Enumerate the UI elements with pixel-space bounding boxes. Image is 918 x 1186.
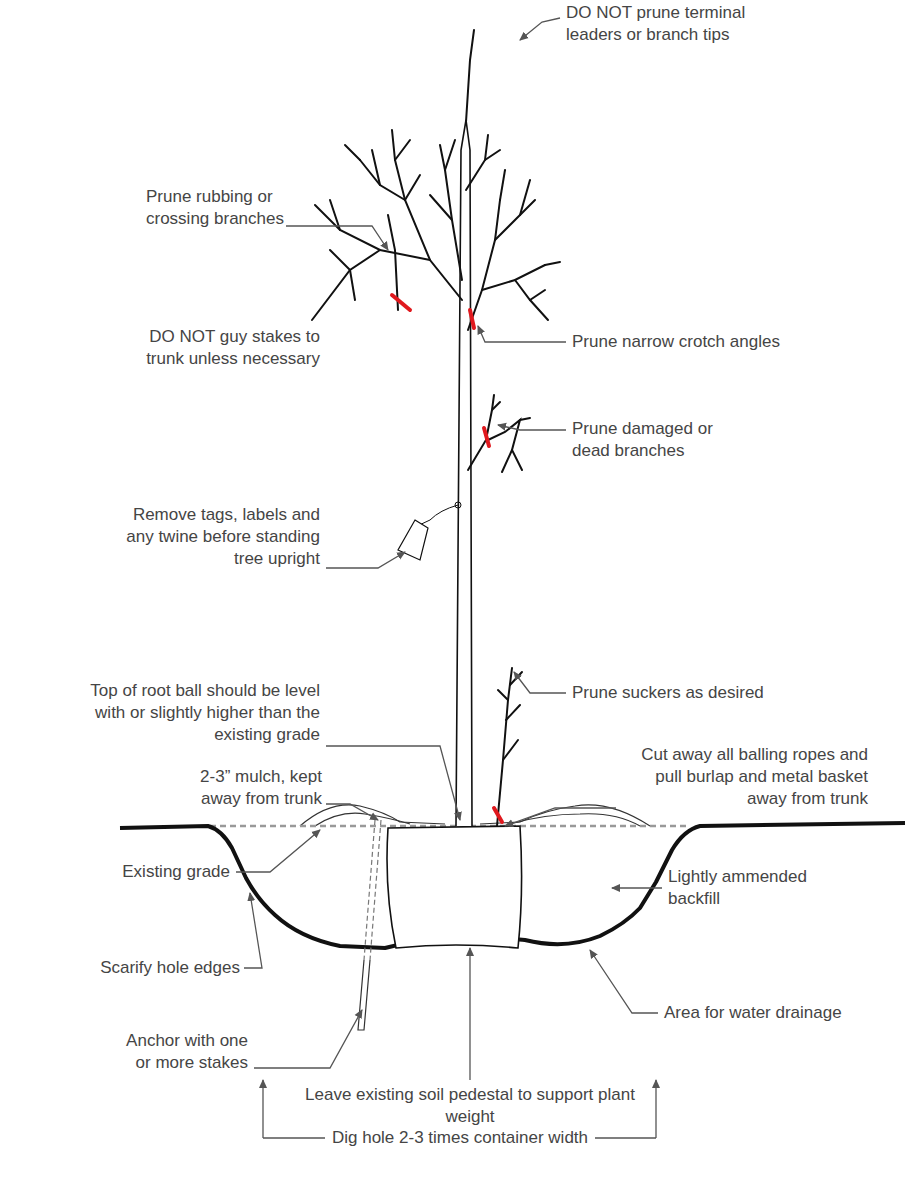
- callout-label: Lightly ammended backfill: [668, 866, 828, 910]
- callout-label: Prune damaged or dead branches: [572, 418, 752, 462]
- callout-label: Prune narrow crotch angles: [572, 331, 872, 353]
- root-ball: [387, 826, 522, 948]
- callout-label: Cut away all balling ropes and pull burl…: [612, 744, 868, 810]
- callout-label: DO NOT guy stakes to trunk unless necess…: [110, 326, 320, 370]
- callout-label: Existing grade: [100, 861, 230, 883]
- callout-label: Top of root ball should be level with or…: [80, 680, 320, 746]
- stake: [358, 820, 381, 1030]
- callout-label: Remove tags, labels and any twine before…: [120, 504, 320, 570]
- callout-label: 2-3” mulch, kept away from trunk: [180, 766, 322, 810]
- callout-label: Prune suckers as desired: [572, 682, 812, 704]
- mulch: [300, 805, 650, 826]
- callout-label: Scarify hole edges: [80, 957, 240, 979]
- callout-label: Anchor with one or more stakes: [120, 1030, 248, 1074]
- callout-label: Area for water drainage: [664, 1002, 914, 1024]
- tag: [398, 502, 461, 560]
- callout-label: Prune rubbing or crossing branches: [146, 186, 286, 230]
- cut-marks: [392, 295, 502, 822]
- branches: [312, 30, 560, 826]
- trunk: [456, 120, 472, 826]
- callout-label: Leave existing soil pedestal to support …: [300, 1084, 640, 1128]
- callout-label: DO NOT prune terminal leaders or branch …: [566, 2, 766, 46]
- planting-hole: [120, 823, 905, 948]
- callout-label: Dig hole 2-3 times container width: [330, 1127, 590, 1149]
